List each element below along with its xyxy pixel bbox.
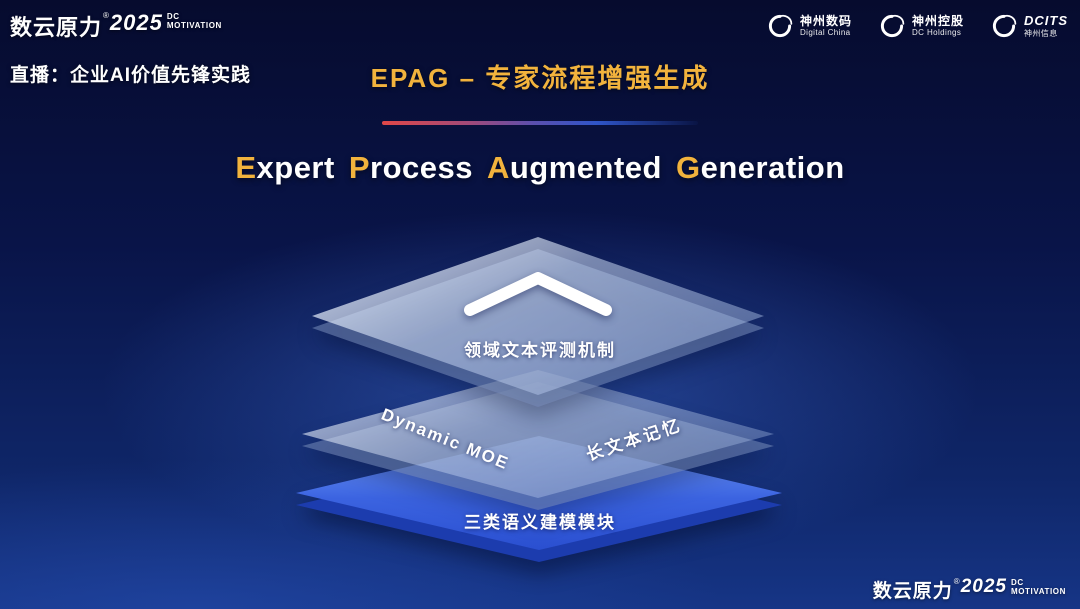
logo-primary-name: 神州数码 (799, 14, 852, 28)
brand-tagline-line1: DC (166, 12, 180, 21)
bottom-layer-label: 三类语义建模模块 (464, 513, 616, 532)
logo-primary-name: 神州控股 (911, 14, 964, 28)
brand-name: 数云原力 (10, 15, 103, 40)
live-label: 直播：企业AI价值先锋实践 (10, 65, 252, 86)
brand-year: 2025 (109, 10, 163, 35)
brand-tagline: DC MOTIVATION (167, 12, 222, 30)
logo-secondary-name: DC Holdings (911, 28, 962, 38)
brand-tagline-line2: MOTIVATION (166, 21, 222, 31)
logo-dcits: DCITS 神州信息 (990, 12, 1068, 40)
top-layer-label: 领域文本评测机制 (464, 341, 616, 360)
dcits-swoosh-icon (990, 12, 1018, 40)
brand-logo-bottom-right: 数云原力 ® 2025 DC MOTIVATION (873, 576, 1066, 603)
digital-china-swoosh-icon (766, 12, 794, 40)
title-gradient-divider (382, 121, 698, 125)
brand-logo-top-left: 数云原力 ® 2025 DC MOTIVATION (10, 10, 222, 42)
brand-year: 2025 (960, 576, 1007, 597)
brand-tagline: DC MOTIVATION (1011, 578, 1066, 596)
chevron-up-icon (464, 272, 612, 316)
subtitle-word-generation: Generation (676, 150, 845, 185)
logo-secondary-name: Digital China (799, 28, 851, 38)
subtitle-word-augmented: Augmented (486, 150, 662, 185)
logo-secondary-name: 神州信息 (1024, 29, 1058, 38)
brand-tagline-line2: MOTIVATION (1010, 587, 1066, 597)
partner-logos: 神州数码 Digital China 神州控股 DC Holdings DCIT… (766, 12, 1068, 40)
subtitle: Expert Process Augmented Generation (0, 150, 1080, 186)
logo-text: 神州控股 DC Holdings (912, 14, 964, 38)
brand-registered-mark: ® (953, 577, 960, 586)
brand-name: 数云原力 (872, 581, 953, 602)
brand-registered-mark: ® (103, 11, 109, 20)
subtitle-word-expert: Expert (235, 150, 335, 185)
page-title: EPAG – 专家流程增强生成 (370, 63, 710, 93)
subtitle-word-process: Process (348, 150, 473, 185)
logo-text: 神州数码 Digital China (800, 14, 852, 38)
logo-primary-name: DCITS (1024, 13, 1068, 29)
dc-holdings-swoosh-icon (878, 12, 906, 40)
brand-tagline-line1: DC (1010, 578, 1024, 587)
logo-dc-holdings: 神州控股 DC Holdings (878, 12, 964, 40)
logo-digital-china: 神州数码 Digital China (766, 12, 852, 40)
logo-text: DCITS 神州信息 (1024, 13, 1068, 38)
